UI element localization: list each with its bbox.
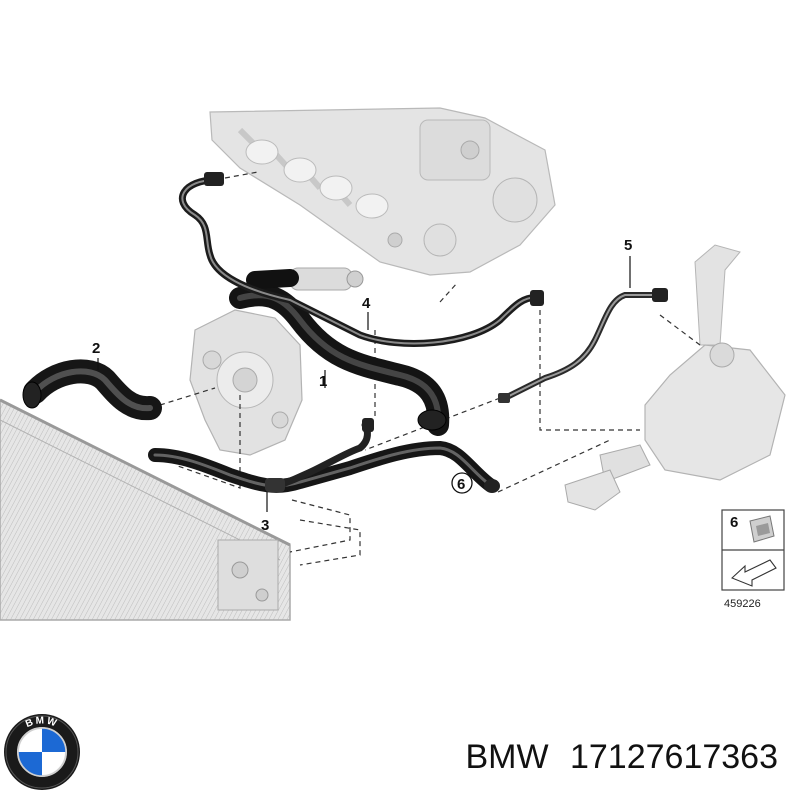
clip-icon: [749, 515, 775, 543]
radiator: [0, 398, 291, 621]
bmw-logo: BMW: [4, 714, 80, 790]
callout-6-label: 6: [457, 476, 465, 493]
hose-2: [22, 359, 162, 421]
callout-5: 5: [624, 237, 632, 288]
callout-2-label: 2: [92, 340, 100, 357]
footer-brand: BMW: [465, 738, 549, 776]
callout-2: 2: [92, 340, 100, 370]
inset-reference: 459226: [724, 598, 761, 610]
hose-3: [148, 418, 500, 493]
bleed-hose: [179, 172, 544, 347]
inset-number: 6: [730, 514, 738, 531]
footer-caption: BMW 17127617363: [465, 738, 778, 777]
callout-6: 6: [451, 472, 473, 494]
thermostat-housing: [289, 267, 364, 291]
logo-text: BMW: [24, 715, 58, 730]
callout-1: 1: [319, 370, 327, 390]
arrow-icon: [730, 559, 777, 587]
expansion-tank: [564, 244, 786, 511]
callout-3: 3: [261, 492, 269, 534]
footer-part-number: 17127617363: [569, 738, 778, 776]
callout-4: 4: [362, 295, 371, 330]
water-pump: [189, 309, 303, 456]
inset-box: 6 459226: [721, 509, 785, 610]
callout-1-label: 1: [319, 373, 327, 390]
callout-4-label: 4: [362, 295, 371, 312]
hose-5: [498, 288, 668, 403]
callout-3-label: 3: [261, 517, 269, 534]
callout-5-label: 5: [624, 237, 632, 254]
engine-head: [209, 107, 556, 276]
svg-text:BMW: BMW: [24, 715, 60, 730]
